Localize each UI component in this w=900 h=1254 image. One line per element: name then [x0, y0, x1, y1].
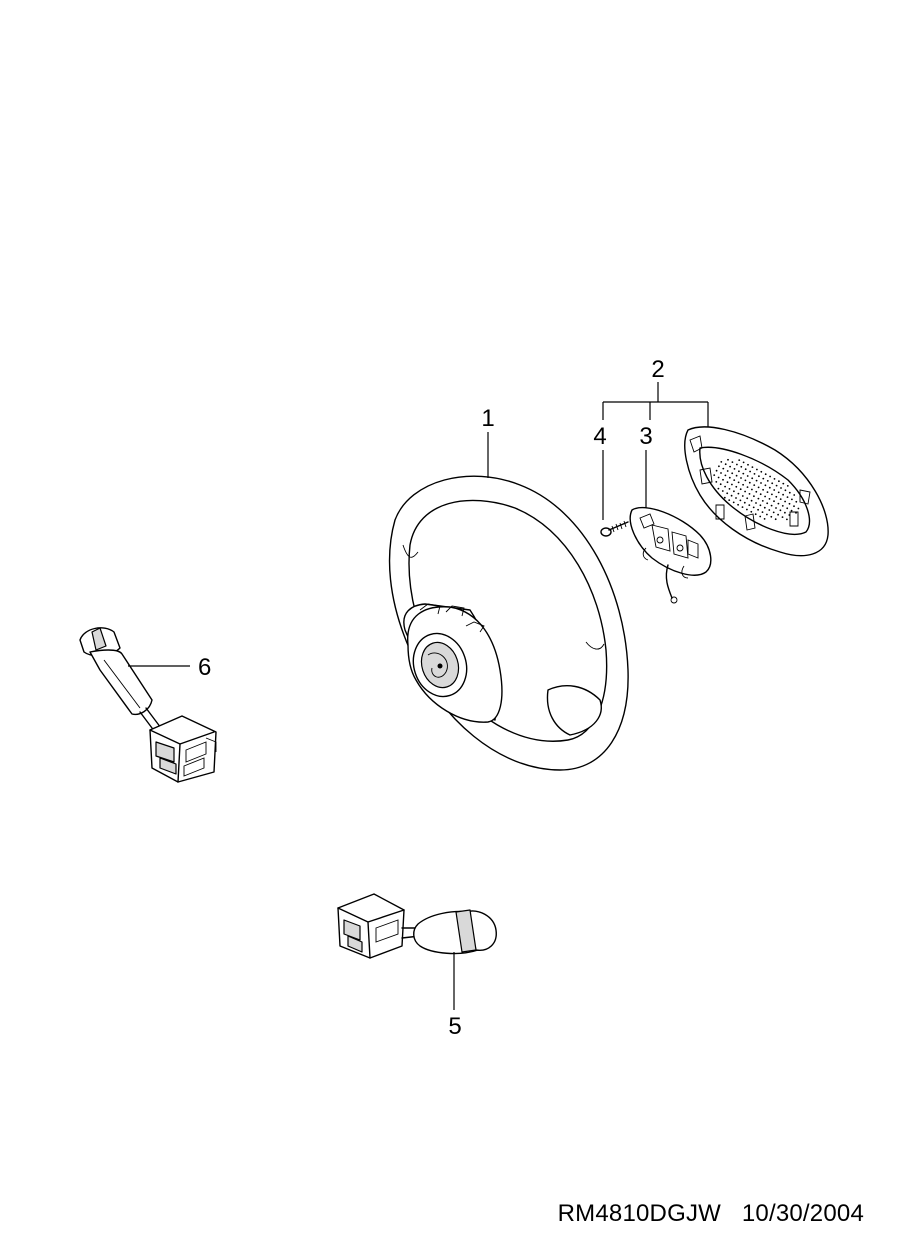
- drawing-footer: RM4810DGJW 10/30/2004: [558, 1200, 864, 1228]
- airbag-cover: [684, 426, 829, 557]
- callout-5: 5: [448, 1013, 461, 1040]
- callout-bracket-2: [602, 382, 709, 432]
- drawing-date: 10/30/2004: [741, 1200, 864, 1227]
- wiper-switch: [337, 893, 497, 959]
- drawing-id: RM4810DGJW: [557, 1200, 721, 1227]
- callout-6: 6: [198, 654, 211, 681]
- screw: [600, 520, 629, 537]
- steering-wheel: [388, 475, 629, 771]
- switch-module: [629, 506, 712, 604]
- turn-signal-switch: [79, 627, 217, 783]
- airbag-grille: [713, 458, 800, 521]
- callout-4: 4: [593, 423, 606, 450]
- callout-3: 3: [639, 423, 652, 450]
- callout-2: 2: [651, 356, 664, 383]
- callout-1: 1: [481, 405, 494, 432]
